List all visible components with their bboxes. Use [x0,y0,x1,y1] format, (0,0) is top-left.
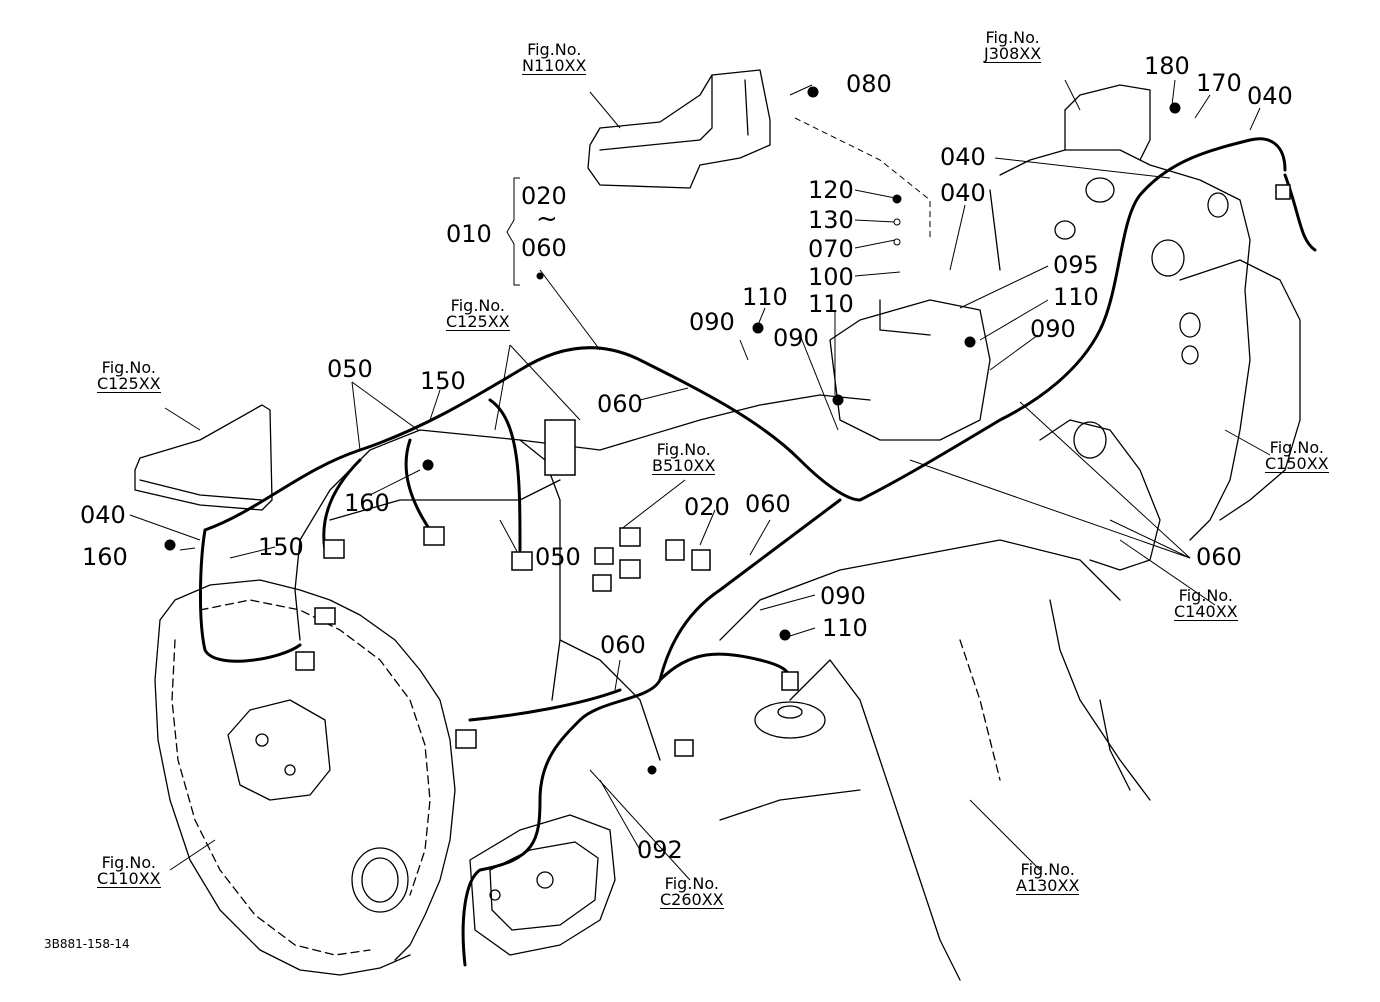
part-label: 120 [808,176,854,204]
part-label: 180 [1144,52,1190,80]
fig-ref-prefix: Fig.No. [1178,586,1233,605]
fig-ref-j308: Fig.No. J308XX [984,28,1042,63]
fasteners [164,86,1181,775]
part-label: 095 [1053,251,1099,279]
part-label: 020 [684,493,730,521]
part-label: 040 [940,143,986,171]
fig-ref-prefix: Fig.No. [1269,438,1324,457]
part-label: 090 [1030,315,1076,343]
fig-ref-code: N110XX [522,56,587,75]
fig-ref-code: C150XX [1265,454,1329,473]
part-label: 090 [773,324,819,352]
fig-ref-code: C140XX [1174,602,1238,621]
part-label: 090 [689,308,735,336]
wire-harness [199,137,1317,967]
part-label: 060 [1196,543,1242,571]
part-label: 010 [446,220,492,248]
fig-ref-b510: Fig.No. B510XX [652,440,716,475]
part-label: 170 [1196,69,1242,97]
part-label: 080 [846,70,892,98]
part-label: 110 [742,283,788,311]
fig-ref-prefix: Fig.No. [985,28,1040,47]
fig-ref-c125-top: Fig.No. C125XX [446,298,510,331]
part-label: 060 [745,490,791,518]
part-label: 040 [1247,82,1293,110]
fig-ref-prefix: Fig.No. [101,853,156,872]
fig-ref-code: C110XX [97,869,161,888]
part-label: 060 [597,390,643,418]
leader-lines [129,79,1271,881]
part-label: 130 [808,206,854,234]
fig-ref-prefix: Fig.No. [101,358,156,377]
part-label: 040 [80,501,126,529]
machine-outline [134,69,1301,981]
fig-ref-n110: Fig.No. N110XX [522,40,587,75]
part-label: 150 [258,533,304,561]
part-label: 070 [808,235,854,263]
fig-ref-prefix: Fig.No. [527,40,582,59]
fig-ref-c140: Fig.No. C140XX [1174,588,1238,621]
fig-ref-c150: Fig.No. C150XX [1265,440,1329,473]
drawing-id: 3B881-158-14 [44,937,130,951]
fig-ref-code: A130XX [1016,876,1080,895]
part-label: 060 [521,234,567,262]
part-label: 090 [820,582,866,610]
fig-ref-a130: Fig.No. A130XX [1016,860,1080,895]
range-tilde: ~ [536,204,558,234]
fig-ref-prefix: Fig.No. [664,874,719,893]
part-label: 160 [82,543,128,571]
part-label: 040 [940,179,986,207]
part-label: 020 [521,182,567,210]
part-label: 060 [600,631,646,659]
fig-ref-prefix: Fig.No. [1020,860,1075,879]
fig-ref-c260: Fig.No. C260XX [660,876,724,909]
part-label: 092 [637,836,683,864]
part-label: 150 [420,367,466,395]
part-label: 050 [535,543,581,571]
fig-ref-prefix: Fig.No. [656,440,711,459]
fig-ref-code: B510XX [652,456,716,475]
fig-ref-prefix: Fig.No. [450,296,505,315]
fig-ref-code: J308XX [984,44,1042,63]
connectors [295,184,1291,757]
part-label: 110 [1053,283,1099,311]
part-label: 110 [822,614,868,642]
fig-ref-code: C125XX [446,312,510,331]
part-label: 160 [344,489,390,517]
part-label: 110 [808,290,854,318]
fig-ref-code: C125XX [97,374,161,393]
part-label: 100 [808,263,854,291]
fig-ref-c110: Fig.No. C110XX [97,855,161,888]
part-label: 050 [327,355,373,383]
fig-ref-code: C260XX [660,890,724,909]
fig-ref-c125-left: Fig.No. C125XX [97,360,161,393]
